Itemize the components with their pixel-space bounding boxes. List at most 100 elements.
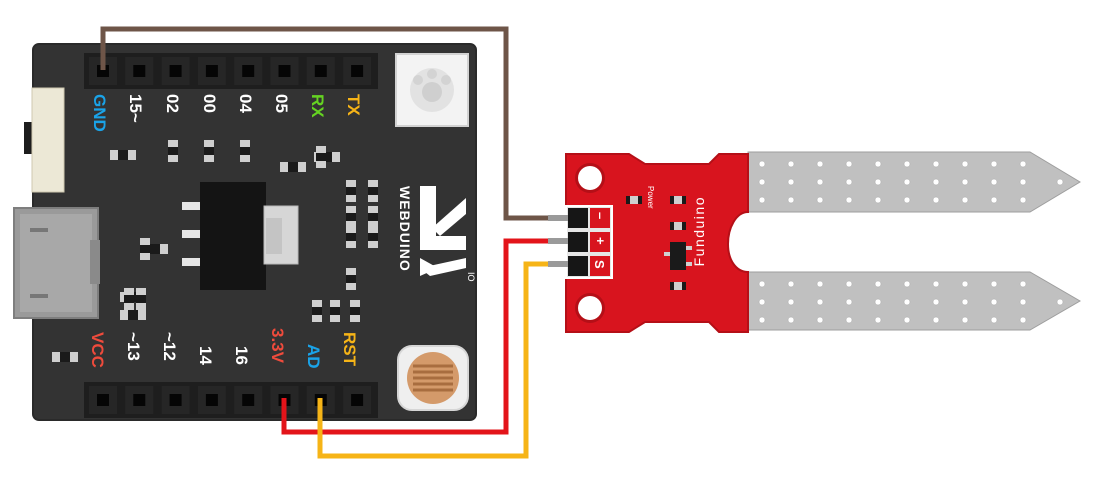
pin-label-16: 16 [232,346,251,365]
sensor-pin-vcc-label: + [593,237,608,245]
wires [100,26,568,459]
probe-hole [1019,160,1027,168]
probe-hole [961,280,969,288]
bottom-pin-12 [161,386,190,414]
probe-hole [903,280,911,288]
webduino-logo-icon [420,186,466,276]
pin-label-15: 15~ [126,94,145,123]
soil-moisture-sensor: – + S Power Funduino [565,151,1081,333]
top-pin-15 [125,57,154,85]
power-label: Power [646,186,655,209]
probe-hole [787,178,795,186]
probe-hole [932,280,940,288]
probe-hole [961,160,969,168]
top-pin-04 [234,57,263,85]
probe-hole [932,316,940,324]
probe-hole [787,316,795,324]
probe-hole [874,196,882,204]
webduino-board: GND 15~ 02 00 04 05 RX TX VCC ~13 ~12 14… [13,43,477,421]
probe-hole [961,298,969,306]
probe-hole [787,298,795,306]
probe-hole [961,196,969,204]
probe-hole [990,298,998,306]
pin-label-vcc: VCC [88,332,107,368]
probe-hole [1019,298,1027,306]
pin-label-ad: AD [304,344,323,369]
brand-io: IO [466,272,476,282]
pin-label-05: 05 [272,94,291,113]
pin-label-12: ~12 [160,332,179,361]
probe-hole [816,160,824,168]
probe-hole [758,160,766,168]
probe-hole [1056,178,1064,186]
pin-label-14: 14 [196,346,215,365]
sensor-pin-gnd-label: – [593,212,608,219]
pin-label-3v3: 3.3V [268,328,287,364]
usb-connector [13,207,100,319]
probe-hole [990,196,998,204]
bottom-pin-13 [125,386,154,414]
wire-ad [317,261,568,459]
probe-hole [903,316,911,324]
top-pin-02 [161,57,190,85]
probe-hole [787,160,795,168]
pin-label-00: 00 [200,94,219,113]
probe-hole [903,196,911,204]
probe-hole [961,316,969,324]
top-pin-header [84,53,378,89]
probe-hole [816,178,824,186]
probe-hole [758,196,766,204]
top-pin-tx [343,57,372,85]
bottom-pin-header [84,382,378,418]
probe-hole [932,196,940,204]
probe-hole [816,298,824,306]
probe-hole [990,316,998,324]
bottom-pin-rst [343,386,372,414]
probe-hole [932,160,940,168]
probe-hole [758,178,766,186]
probe-hole [758,316,766,324]
rgb-led [395,53,469,127]
probe-hole [990,160,998,168]
wire-gnd [100,26,568,221]
smd-components [52,140,378,362]
sensor-pcb [565,153,749,333]
reset-button-body [24,87,65,193]
probe-hole [845,178,853,186]
mounting-holes [575,163,605,323]
probe-hole [787,280,795,288]
probe-hole [874,178,882,186]
pin-label-13: ~13 [124,332,143,361]
sensor-components [626,196,692,290]
probe-hole [903,298,911,306]
funduino-label: Funduino [691,196,707,266]
probe-hole [874,280,882,288]
probe-hole [1019,196,1027,204]
pin-label-gnd: GND [90,94,109,132]
probe-hole [990,280,998,288]
probe-hole [758,298,766,306]
probe-hole [787,196,795,204]
probe-hole [990,178,998,186]
top-pin-labels: GND 15~ 02 00 04 05 RX TX [90,94,363,132]
voltage-regulator [182,182,299,290]
probe-hole [903,178,911,186]
probe-hole [961,178,969,186]
probe-hole [903,160,911,168]
top-pin-rx [306,57,335,85]
pin-label-04: 04 [236,94,255,113]
probe-hole [874,160,882,168]
probe-hole [874,298,882,306]
bottom-pin-14 [197,386,226,414]
probe-hole [845,160,853,168]
brand-webduino: WEBDUINO [397,186,413,272]
probe-hole [816,196,824,204]
photoresistor [397,345,469,411]
probe-hole [845,298,853,306]
bottom-pin-labels: VCC ~13 ~12 14 16 3.3V AD RST [88,328,359,369]
top-pin-00 [197,57,226,85]
probe-hole [816,280,824,288]
pin-label-rx: RX [308,94,327,118]
probe-hole [932,178,940,186]
bottom-pin-16 [234,386,263,414]
